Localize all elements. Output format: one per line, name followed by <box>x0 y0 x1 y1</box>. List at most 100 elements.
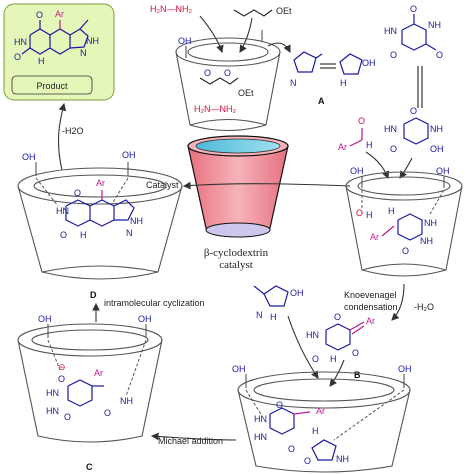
svg-text:NH: NH <box>130 216 143 226</box>
svg-text:O: O <box>60 230 67 240</box>
svg-text:O: O <box>276 400 283 410</box>
svg-text:OH: OH <box>178 36 192 46</box>
product-n: N <box>80 48 87 58</box>
svg-text:Ar: Ar <box>96 178 105 188</box>
svg-text:O: O <box>410 106 417 116</box>
svg-text:O: O <box>410 4 417 14</box>
svg-text:Ar: Ar <box>94 368 103 378</box>
svg-text:⊖: ⊖ <box>58 362 66 372</box>
svg-text:OH: OH <box>362 58 376 68</box>
label-B: B <box>354 370 361 380</box>
svg-text:O: O <box>358 116 365 126</box>
svg-text:O: O <box>58 374 65 384</box>
svg-text:HN: HN <box>254 432 267 442</box>
svg-text:HN: HN <box>306 330 319 340</box>
svg-text:OH: OH <box>350 166 364 176</box>
svg-text:O: O <box>436 50 443 60</box>
product-nh: NH <box>86 36 99 46</box>
svg-text:O: O <box>390 50 397 60</box>
svg-text:OH: OH <box>436 166 450 176</box>
svg-text:H: H <box>312 426 319 436</box>
reactants-top: H₂N—NH₂ OEt <box>150 4 292 54</box>
svg-text:O: O <box>402 246 409 256</box>
oet-cup: OEt <box>238 88 254 98</box>
svg-text:O: O <box>224 68 231 78</box>
svg-text:O: O <box>352 348 359 358</box>
svg-text:N: N <box>256 310 263 320</box>
svg-text:HN: HN <box>254 414 267 424</box>
svg-text:H: H <box>340 78 347 88</box>
cup-C: OH OH ⊖ O HN HN Ar NH O O C <box>17 314 163 472</box>
catalyst-name-2: catalyst <box>219 259 253 271</box>
svg-text:OH: OH <box>290 288 304 298</box>
svg-text:NH: NH <box>428 20 441 30</box>
aryl-aldehyde: Ar O H <box>338 116 413 180</box>
svg-text:O: O <box>64 412 71 422</box>
svg-text:OH: OH <box>232 364 246 374</box>
hydrazine-top: H₂N—NH₂ <box>150 4 192 14</box>
svg-text:HN: HN <box>384 124 397 134</box>
hydrazine-cup: H₂N—NH₂ <box>194 104 236 114</box>
svg-text:H: H <box>330 354 337 364</box>
pyrazolone-A: N OH H A <box>267 42 376 106</box>
product-h: H <box>38 56 45 66</box>
svg-text:HN: HN <box>46 406 59 416</box>
minus-h2o-right: -H₂O <box>414 302 434 312</box>
cup-bottom-right: OH OH O HN HN Ar H O NH O <box>232 364 412 473</box>
product-structure: O O HN Ar NH N H <box>14 9 99 66</box>
svg-text:O: O <box>312 354 319 364</box>
svg-text:OH: OH <box>430 144 444 154</box>
svg-text:N: N <box>126 228 133 238</box>
svg-text:H: H <box>366 140 373 150</box>
cup-right: OH OH O H Ar NH NH O H <box>345 166 463 277</box>
svg-text:OH: OH <box>38 314 52 324</box>
product-o-left: O <box>14 52 21 62</box>
svg-text:HN: HN <box>46 388 59 398</box>
svg-text:HN: HN <box>384 26 397 36</box>
label-A: A <box>318 96 325 106</box>
svg-text:OH: OH <box>138 314 152 324</box>
svg-text:H: H <box>80 230 87 240</box>
minus-h2o-top: -H2O <box>62 126 84 136</box>
svg-text:NH: NH <box>430 124 443 134</box>
product-label: Product <box>36 81 68 91</box>
arrow-to-product <box>57 102 67 171</box>
intermediate-B: Ar HN O O O H B <box>306 312 375 380</box>
svg-text:O: O <box>334 312 341 322</box>
barbituric-acid: O HN NH O O O HN NH OH O <box>384 4 444 154</box>
svg-text:Ar: Ar <box>370 232 379 242</box>
svg-text:OH: OH <box>398 364 412 374</box>
svg-text:NH: NH <box>336 454 349 464</box>
product-ar: Ar <box>55 9 64 19</box>
svg-text:OH: OH <box>22 152 36 162</box>
oet-top: OEt <box>276 6 292 16</box>
svg-text:N: N <box>290 78 297 88</box>
knoevenagel-2: condensation <box>344 302 398 312</box>
intramolecular-label: intramolecular cyclization <box>104 298 205 308</box>
svg-text:NH: NH <box>120 396 133 406</box>
label-D: D <box>90 290 97 300</box>
svg-text:H: H <box>366 210 373 220</box>
svg-text:Ar: Ar <box>338 142 347 152</box>
svg-text:NH: NH <box>424 218 437 228</box>
svg-text:H: H <box>270 312 277 322</box>
svg-text:NH: NH <box>420 236 433 246</box>
svg-text:O: O <box>104 408 111 418</box>
svg-text:HN: HN <box>56 206 69 216</box>
knoevenagel-1: Knoevenagel <box>344 290 397 300</box>
cyclodextrin-cup-top: O O OEt H₂N—NH₂ OH <box>175 30 281 131</box>
catalyst-arrow-label: Catalyst <box>146 180 179 190</box>
svg-text:O: O <box>390 144 397 154</box>
michael-label: Michael addition <box>158 436 223 446</box>
label-C: C <box>86 462 93 472</box>
catalyst-cup: β-cyclodextrin catalyst <box>187 135 289 271</box>
svg-text:OH: OH <box>122 150 136 160</box>
product-hn: HN <box>14 37 27 47</box>
svg-text:Ar: Ar <box>366 316 375 326</box>
pyrazolone-bottom: OH N H <box>253 285 345 387</box>
svg-text:O: O <box>304 456 311 466</box>
svg-text:O: O <box>204 68 211 78</box>
svg-text:O: O <box>288 444 295 454</box>
